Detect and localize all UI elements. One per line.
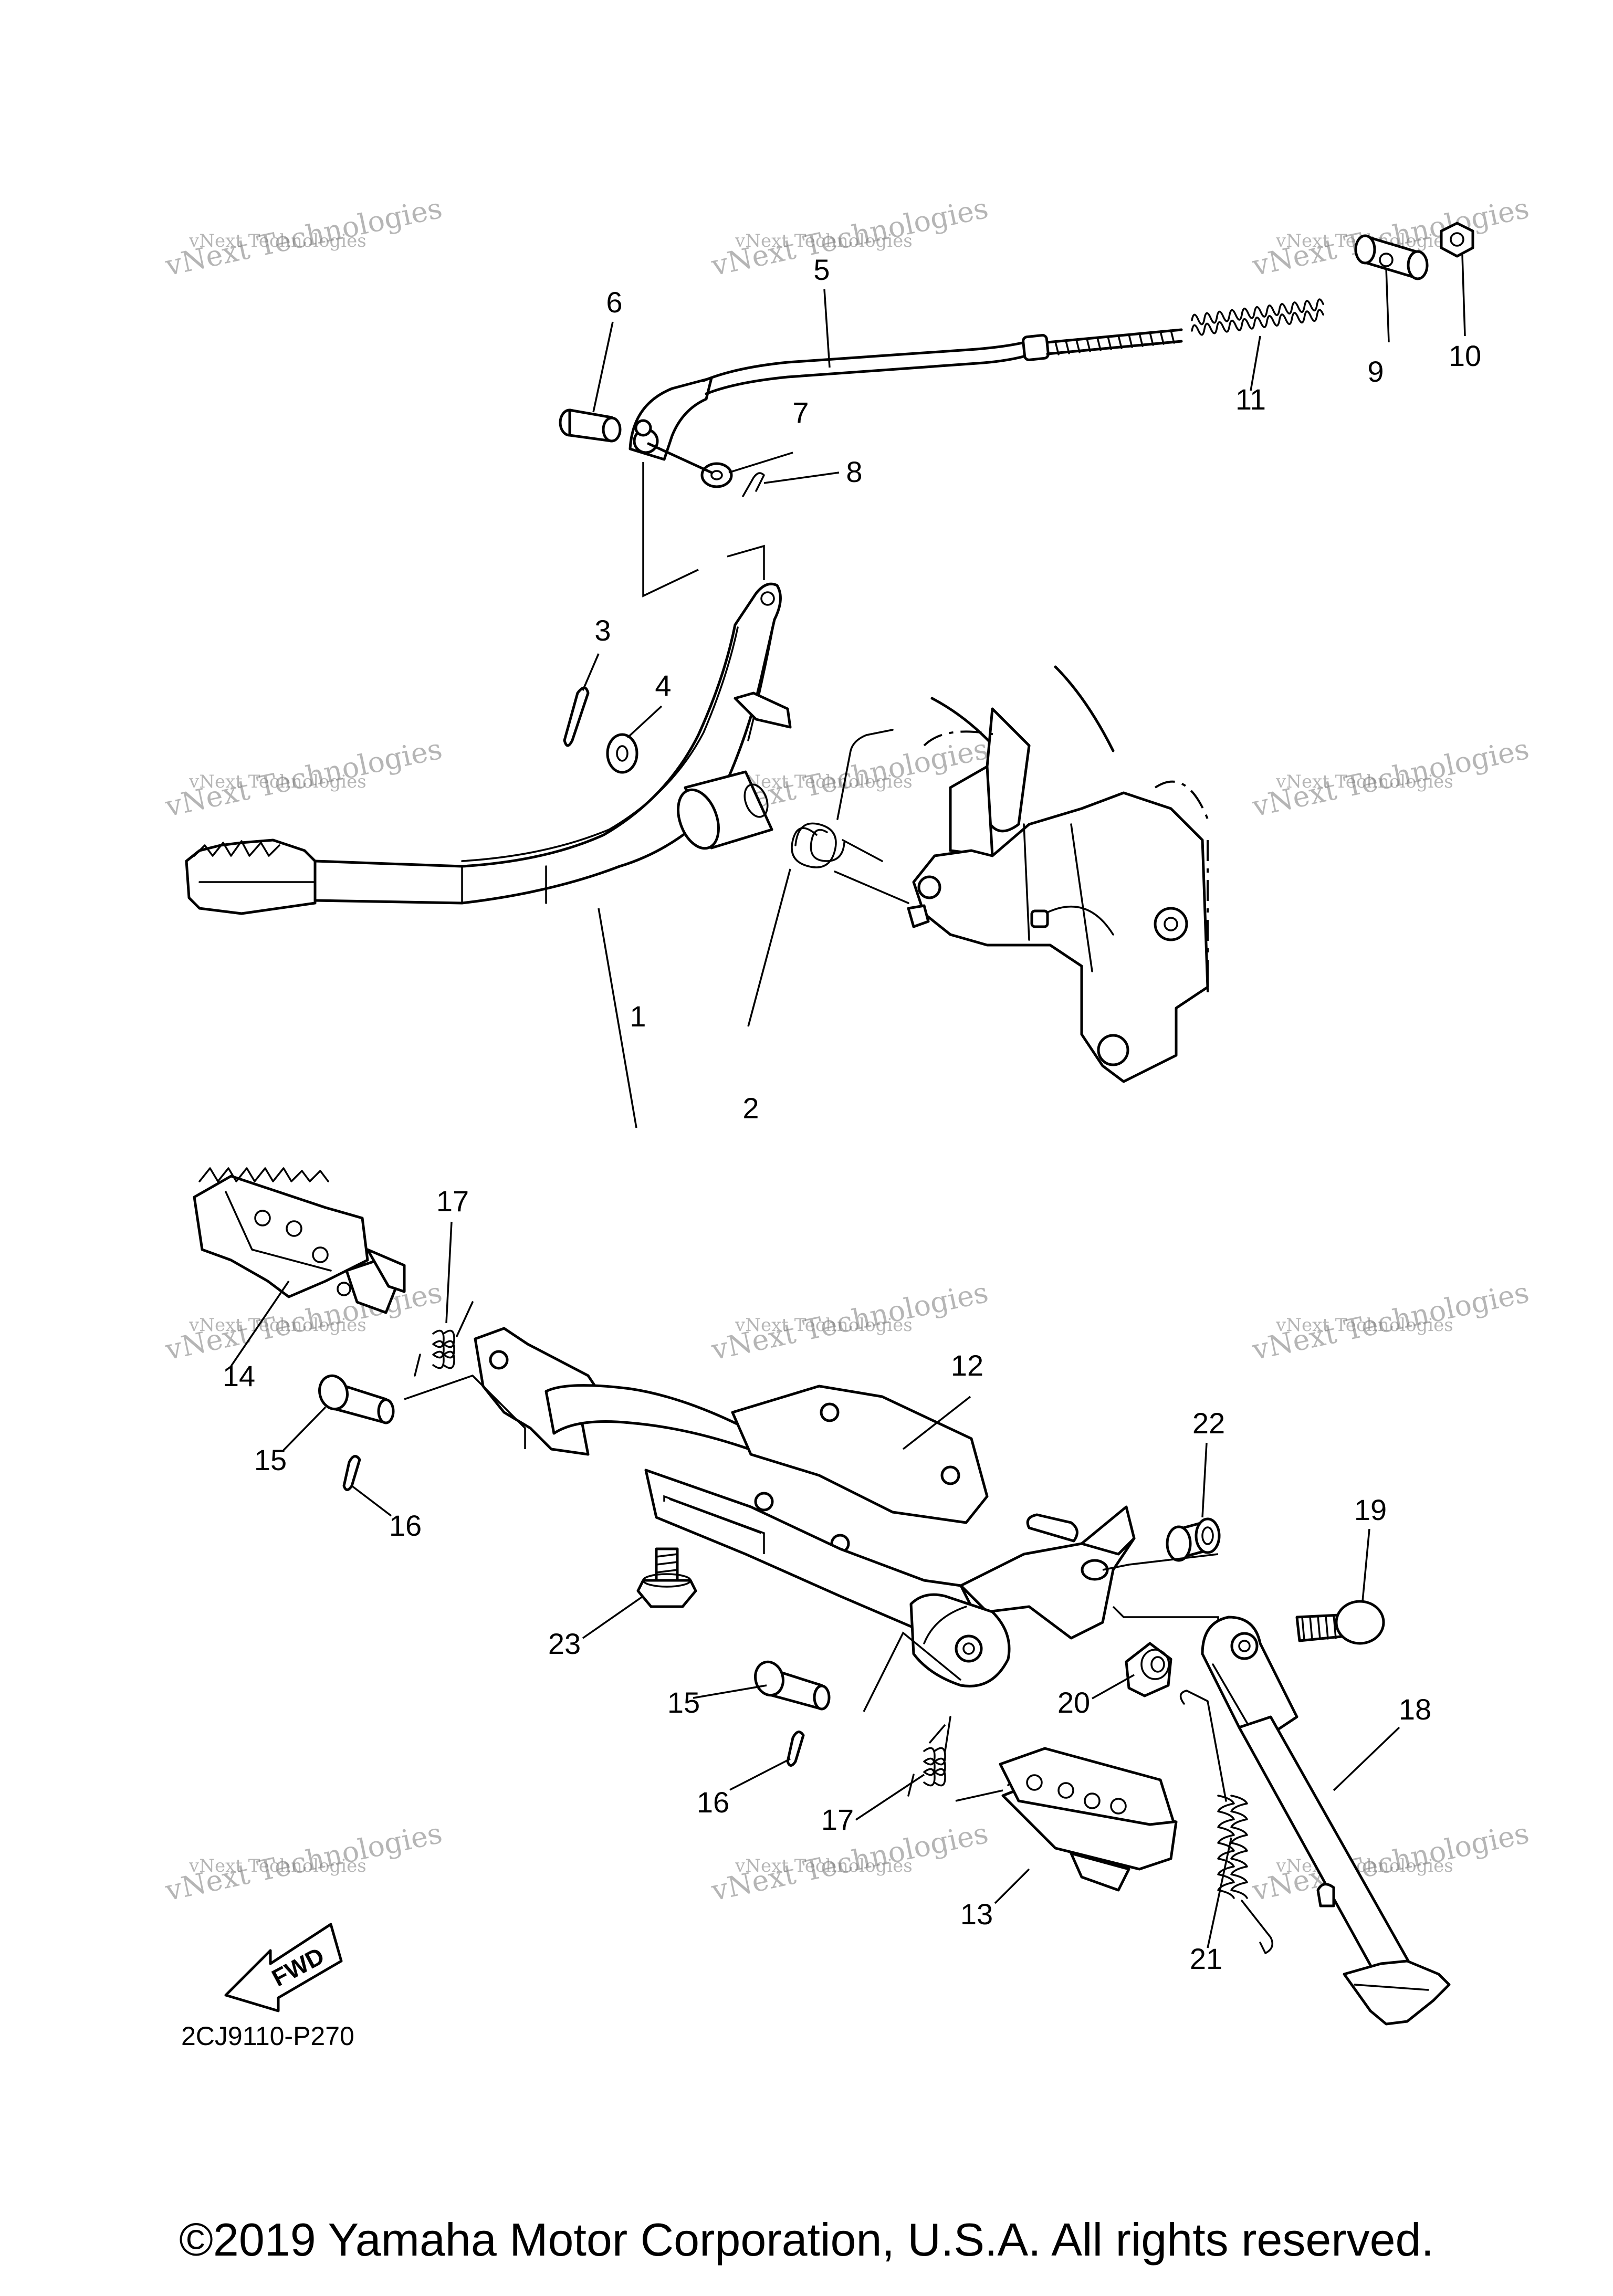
svg-text:vNext Technologies: vNext Technologies xyxy=(735,230,913,251)
svg-text:vNext Technologies: vNext Technologies xyxy=(188,230,366,251)
svg-text:vNext Technologies: vNext Technologies xyxy=(735,1855,913,1876)
callout-21: 21 xyxy=(1190,1942,1222,1975)
svg-text:vNext Technologies: vNext Technologies xyxy=(1275,771,1453,792)
callout-20: 20 xyxy=(1057,1686,1090,1719)
watermark: vNext Technologies vNext Technologies xyxy=(1249,1276,1532,1367)
callout-7: 7 xyxy=(792,396,809,429)
copyright-notice: ©2019 Yamaha Motor Corporation, U.S.A. A… xyxy=(179,2214,1434,2266)
rod-spring-part xyxy=(1191,298,1324,336)
callout-19: 19 xyxy=(1354,1493,1387,1526)
footrest-bracket-part xyxy=(474,1327,1136,1687)
callout-16b: 16 xyxy=(697,1786,729,1819)
callout-16a: 16 xyxy=(389,1509,422,1542)
footrest-part xyxy=(193,1167,406,1314)
bolt-part xyxy=(636,1547,697,1608)
brake-rod-part xyxy=(629,328,1183,461)
svg-text:vNext Technologies: vNext Technologies xyxy=(735,1315,913,1336)
callout-15a: 15 xyxy=(254,1443,287,1476)
collar-part xyxy=(1125,1642,1172,1697)
watermark: vNext Technologies vNext Technologies xyxy=(162,192,445,282)
clevis-pin-part xyxy=(559,408,622,443)
sidestand-part xyxy=(1201,1616,1451,2026)
brake-pedal-part xyxy=(185,582,792,915)
return-spring-part xyxy=(791,729,909,904)
watermarks: vNext Technologies vNext Technologies vN… xyxy=(162,192,1532,1907)
watermark: vNext Technologies vNext Technologies xyxy=(1249,1817,1532,1907)
callout-1: 1 xyxy=(630,1000,646,1033)
callout-4: 4 xyxy=(655,669,671,702)
callout-14: 14 xyxy=(223,1359,255,1392)
cotter-pin-part xyxy=(742,472,765,497)
svg-text:vNext Technologies: vNext Technologies xyxy=(1275,1855,1453,1876)
callout-10: 10 xyxy=(1449,339,1481,372)
cotter-pin-part xyxy=(342,1455,361,1491)
callout-5: 5 xyxy=(813,253,830,286)
adjusting-nut-part xyxy=(1440,222,1474,258)
callout-15b: 15 xyxy=(667,1686,700,1719)
brake-rod-assembly xyxy=(559,222,1474,497)
footrest-part xyxy=(955,1747,1178,1892)
callout-6: 6 xyxy=(606,286,622,319)
svg-text:vNext Technologies: vNext Technologies xyxy=(1275,1315,1453,1336)
leader-lines xyxy=(230,254,1466,1948)
callout-13: 13 xyxy=(960,1897,993,1931)
diagram-part-code: 2CJ9110-P270 xyxy=(181,2021,354,2051)
watermark: vNext Technologies vNext Technologies xyxy=(1249,732,1532,823)
cotter-pin-part xyxy=(786,1731,805,1767)
washer-part xyxy=(700,462,733,488)
callout-18: 18 xyxy=(1399,1693,1431,1726)
watermark: vNext Technologies vNext Technologies xyxy=(162,732,445,823)
callout-3: 3 xyxy=(594,614,611,647)
cotter-pin-part xyxy=(563,686,590,747)
callout-9: 9 xyxy=(1367,355,1384,388)
svg-text:vNext Technologies: vNext Technologies xyxy=(188,771,366,792)
fwd-arrow-icon: FWD xyxy=(224,1923,343,2012)
footrest-spring-part xyxy=(907,1716,951,1797)
callout-23: 23 xyxy=(548,1627,581,1660)
frame-bracket xyxy=(907,665,1209,1083)
svg-text:vNext Technologies: vNext Technologies xyxy=(188,1315,366,1336)
footrest-pin-part xyxy=(754,1660,831,1711)
collar-part xyxy=(1166,1517,1221,1562)
pivot-joint-part xyxy=(1354,234,1429,280)
callout-11: 11 xyxy=(1235,383,1266,416)
callout-22: 22 xyxy=(1192,1407,1225,1440)
watermark: vNext Technologies vNext Technologies xyxy=(708,1276,991,1367)
callout-8: 8 xyxy=(846,455,862,488)
callout-17b: 17 xyxy=(821,1803,854,1836)
callouts: 1 2 3 4 5 6 7 8 9 10 11 12 13 14 15 15 1… xyxy=(223,253,1481,1975)
pedal-shaft-part xyxy=(677,770,773,850)
footrest-pin-part xyxy=(318,1374,395,1424)
callout-17a: 17 xyxy=(436,1184,469,1218)
watermark: vNext Technologies vNext Technologies xyxy=(708,192,991,282)
washer-part xyxy=(606,733,638,774)
callout-2: 2 xyxy=(742,1092,759,1125)
svg-text:vNext Technologies: vNext Technologies xyxy=(735,771,913,792)
footrest-spring-part xyxy=(414,1301,474,1377)
sidestand-bolt-part xyxy=(1295,1600,1385,1645)
callout-12: 12 xyxy=(951,1349,983,1382)
svg-text:vNext Technologies: vNext Technologies xyxy=(188,1855,366,1876)
watermark: vNext Technologies vNext Technologies xyxy=(162,1817,445,1907)
